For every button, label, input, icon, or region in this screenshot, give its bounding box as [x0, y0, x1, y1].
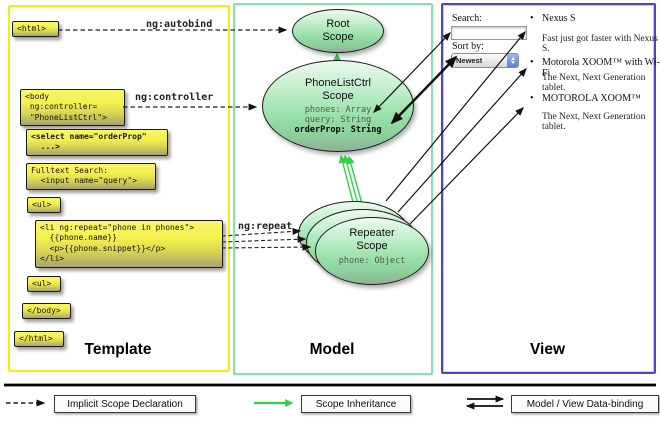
phonelistctrl-scope-title: PhoneListCtrl Scope	[304, 77, 372, 102]
sort-dropdown-illustration: Newest	[451, 53, 519, 68]
view-section-label: View	[529, 341, 566, 358]
legend-databinding-label: Model / View Data-binding	[511, 395, 659, 413]
sort-by-label: Sort by:	[452, 41, 484, 52]
model-section	[233, 3, 433, 375]
search-label: Search:	[452, 13, 482, 24]
phonelistctrl-scope-ellipse: PhoneListCtrl Scope phones: Array query:…	[262, 60, 414, 152]
sort-dropdown-value: Newest	[456, 56, 483, 65]
phonelistctrl-scope-props: phones: Array query: String	[304, 104, 372, 126]
phonelistctrl-scope-orderprop: orderProp: String	[294, 125, 382, 136]
model-section-label: Model	[309, 341, 355, 358]
repeater-scope-prop: phone: Object	[338, 255, 406, 266]
code-body-open: <body ng:controller= "PhoneListCtrl">	[20, 89, 125, 127]
legend-scope-inheritance-label: Scope Inheritance	[301, 395, 411, 413]
code-li-repeat: <li ng:repeat="phone in phones"> {{phone…	[35, 220, 223, 268]
phone-item-desc: The Next, Next Generation tablet.	[542, 73, 646, 93]
phone-item-title: Motorola XOOM™ with Wi-Fi	[542, 57, 660, 79]
phone-item-title: MOTOROLA XOOM™	[542, 93, 641, 104]
repeater-scope-title: Repeater Scope	[349, 227, 395, 252]
bullet-icon: •	[530, 13, 534, 24]
root-scope-ellipse: Root Scope	[292, 9, 384, 53]
code-html-close: </html>	[14, 331, 64, 348]
bullet-icon: •	[530, 93, 534, 104]
repeater-scope-ellipse-front: Repeater Scope phone: Object	[315, 217, 429, 285]
phone-item-desc: The Next, Next Generation tablet.	[542, 112, 646, 132]
code-body-close: </body>	[22, 303, 71, 320]
code-html-open: <html>	[12, 21, 59, 38]
search-input-illustration	[451, 26, 527, 40]
legend-implicit-scope-label: Implicit Scope Declaration	[54, 395, 196, 413]
phone-item-title: Nexus S	[542, 13, 576, 24]
code-select: <select name="orderProp" ...>	[26, 129, 168, 156]
code-ul-close: <ul>	[27, 276, 61, 293]
bullet-icon: •	[530, 57, 534, 68]
ng-repeat-label: ng:repeat	[238, 221, 293, 232]
ng-autobind-label: ng:autobind	[146, 19, 213, 30]
code-fulltext-search: Fulltext Search: <input name="query">	[26, 163, 156, 190]
ng-controller-label: ng:controller	[135, 92, 214, 103]
phone-item-desc: Fast just got faster with Nexus S.	[542, 34, 658, 54]
code-ul-open: <ul>	[27, 197, 61, 214]
dropdown-stepper-icon	[507, 54, 518, 67]
template-section-label: Template	[84, 341, 152, 358]
root-scope-title: Root Scope	[322, 18, 354, 43]
